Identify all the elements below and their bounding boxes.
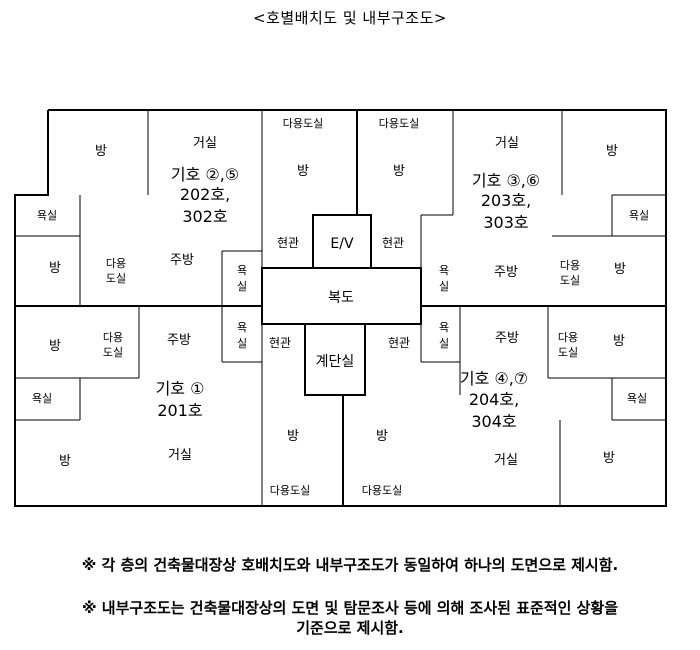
ne-utility: 다용도실 bbox=[379, 117, 419, 130]
ne-living: 거실 bbox=[495, 136, 519, 151]
se-bath-v2: 실 bbox=[439, 337, 449, 350]
stairs-label: 계단실 bbox=[316, 354, 355, 370]
sw-utility-l2: 도실 bbox=[103, 346, 123, 359]
ne-utility-l2: 도실 bbox=[560, 274, 580, 287]
walls bbox=[14, 109, 667, 507]
sw-kitchen: 주방 bbox=[167, 333, 191, 348]
nw-bath-v1: 욕 bbox=[237, 264, 247, 277]
nw-bath-v2: 실 bbox=[237, 280, 247, 293]
nw-bath: 욕실 bbox=[37, 209, 57, 222]
se-utility: 다용도실 bbox=[362, 484, 402, 497]
ne-room-3: 방 bbox=[614, 262, 626, 277]
sw-utility: 다용도실 bbox=[270, 484, 310, 497]
nw-kitchen: 주방 bbox=[170, 253, 194, 268]
ne-bath-v2: 실 bbox=[439, 280, 449, 293]
se-unit-line3: 304호 bbox=[471, 412, 516, 431]
ne-unit-line2: 203호, bbox=[481, 191, 531, 210]
elevator-wall bbox=[312, 214, 372, 269]
floor-plan: 방 거실 다용도실 방 기호 ②,⑤ 202호, 302호 욕실 방 다용 도실… bbox=[14, 109, 667, 507]
stairs-wall bbox=[304, 323, 366, 396]
note-2: ※ 내부구조도는 건축물대장상의 도면 및 탐문조사 등에 의해 조사된 표준적… bbox=[0, 598, 700, 638]
sw-room: 방 bbox=[49, 339, 61, 354]
nw-unit-line3: 302호 bbox=[182, 207, 227, 226]
nw-unit-line2: 202호, bbox=[180, 185, 230, 204]
se-utility-l2: 도실 bbox=[558, 346, 578, 359]
ne-bath-v1: 욕 bbox=[439, 264, 449, 277]
nw-room-3: 방 bbox=[49, 261, 61, 276]
ne-bath: 욕실 bbox=[629, 209, 649, 222]
sw-bath-v2: 실 bbox=[237, 337, 247, 350]
sw-unit-id: 기호 ① bbox=[156, 379, 205, 398]
se-room-2: 방 bbox=[376, 429, 388, 444]
sw-bath: 욕실 bbox=[32, 392, 52, 405]
ne-room-2: 방 bbox=[606, 144, 618, 159]
se-room-3: 방 bbox=[603, 451, 615, 466]
se-living: 거실 bbox=[494, 453, 518, 468]
sw-entrance: 현관 bbox=[269, 336, 291, 350]
sw-room-2: 방 bbox=[287, 429, 299, 444]
outer-wall bbox=[14, 109, 667, 507]
ne-unit-line3: 303호 bbox=[483, 213, 528, 232]
ne-room: 방 bbox=[393, 164, 405, 179]
sw-living: 거실 bbox=[168, 448, 192, 463]
ne-utility-l1: 다용 bbox=[560, 259, 580, 272]
se-utility-l1: 다용 bbox=[558, 331, 578, 344]
corridor-label: 복도 bbox=[328, 290, 354, 306]
se-kitchen: 주방 bbox=[495, 331, 519, 346]
page-title: <호별배치도 및 내부구조도> bbox=[253, 9, 447, 27]
partitions bbox=[15, 110, 666, 506]
nw-utility-l1: 다용 bbox=[106, 257, 126, 270]
se-unit-line2: 204호, bbox=[469, 390, 519, 409]
se-bath: 욕실 bbox=[627, 392, 647, 405]
note-1: ※ 각 층의 건축물대장상 호배치도와 내부구조도가 동일하여 하나의 도면으로… bbox=[81, 556, 619, 574]
sw-room-3: 방 bbox=[59, 454, 71, 469]
nw-room-2: 방 bbox=[297, 164, 309, 179]
se-unit-id: 기호 ④,⑦ bbox=[460, 369, 528, 388]
ne-unit-id: 기호 ③,⑥ bbox=[472, 171, 540, 190]
se-bath-v1: 욕 bbox=[439, 321, 449, 334]
nw-utility: 다용도실 bbox=[283, 117, 323, 130]
ne-entrance: 현관 bbox=[382, 236, 404, 250]
nw-unit-id: 기호 ②,⑤ bbox=[171, 165, 239, 184]
se-room: 방 bbox=[613, 334, 625, 349]
nw-living: 거실 bbox=[193, 136, 217, 151]
nw-entrance: 현관 bbox=[277, 236, 299, 250]
note-2-line-1: ※ 내부구조도는 건축물대장상의 도면 및 탐문조사 등에 의해 조사된 표준적… bbox=[81, 599, 618, 617]
sw-bath-v1: 욕 bbox=[237, 321, 247, 334]
note-2-line-2: 기준으로 제시함. bbox=[296, 619, 404, 637]
nw-utility-l2: 도실 bbox=[106, 272, 126, 285]
sw-unit-line2: 201호 bbox=[157, 401, 202, 420]
ne-kitchen: 주방 bbox=[494, 265, 518, 280]
nw-room: 방 bbox=[95, 144, 107, 159]
sw-utility-l1: 다용 bbox=[103, 331, 123, 344]
elevator-label: E/V bbox=[330, 236, 354, 252]
se-entrance: 현관 bbox=[388, 336, 410, 350]
